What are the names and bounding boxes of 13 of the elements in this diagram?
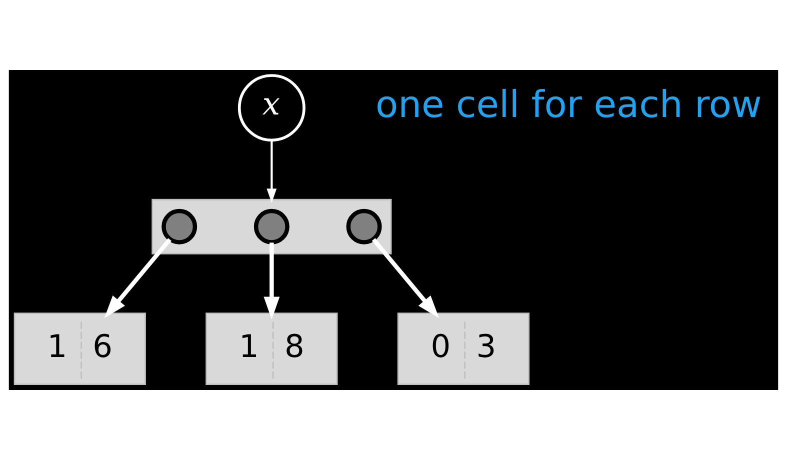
node-box: 0 3 bbox=[397, 312, 530, 385]
node-circle: x bbox=[238, 74, 306, 142]
node-circle bbox=[254, 208, 290, 244]
cluster bbox=[152, 198, 392, 254]
arrow bbox=[266, 140, 277, 202]
node-circle bbox=[162, 208, 198, 244]
node-box: 1 6 bbox=[14, 312, 146, 385]
label: one cell for each row bbox=[376, 82, 762, 126]
arrow bbox=[104, 238, 172, 318]
node-box: 1 8 bbox=[206, 312, 338, 385]
arrow bbox=[264, 242, 280, 320]
node-circle bbox=[346, 208, 382, 244]
arrow bbox=[372, 238, 440, 318]
